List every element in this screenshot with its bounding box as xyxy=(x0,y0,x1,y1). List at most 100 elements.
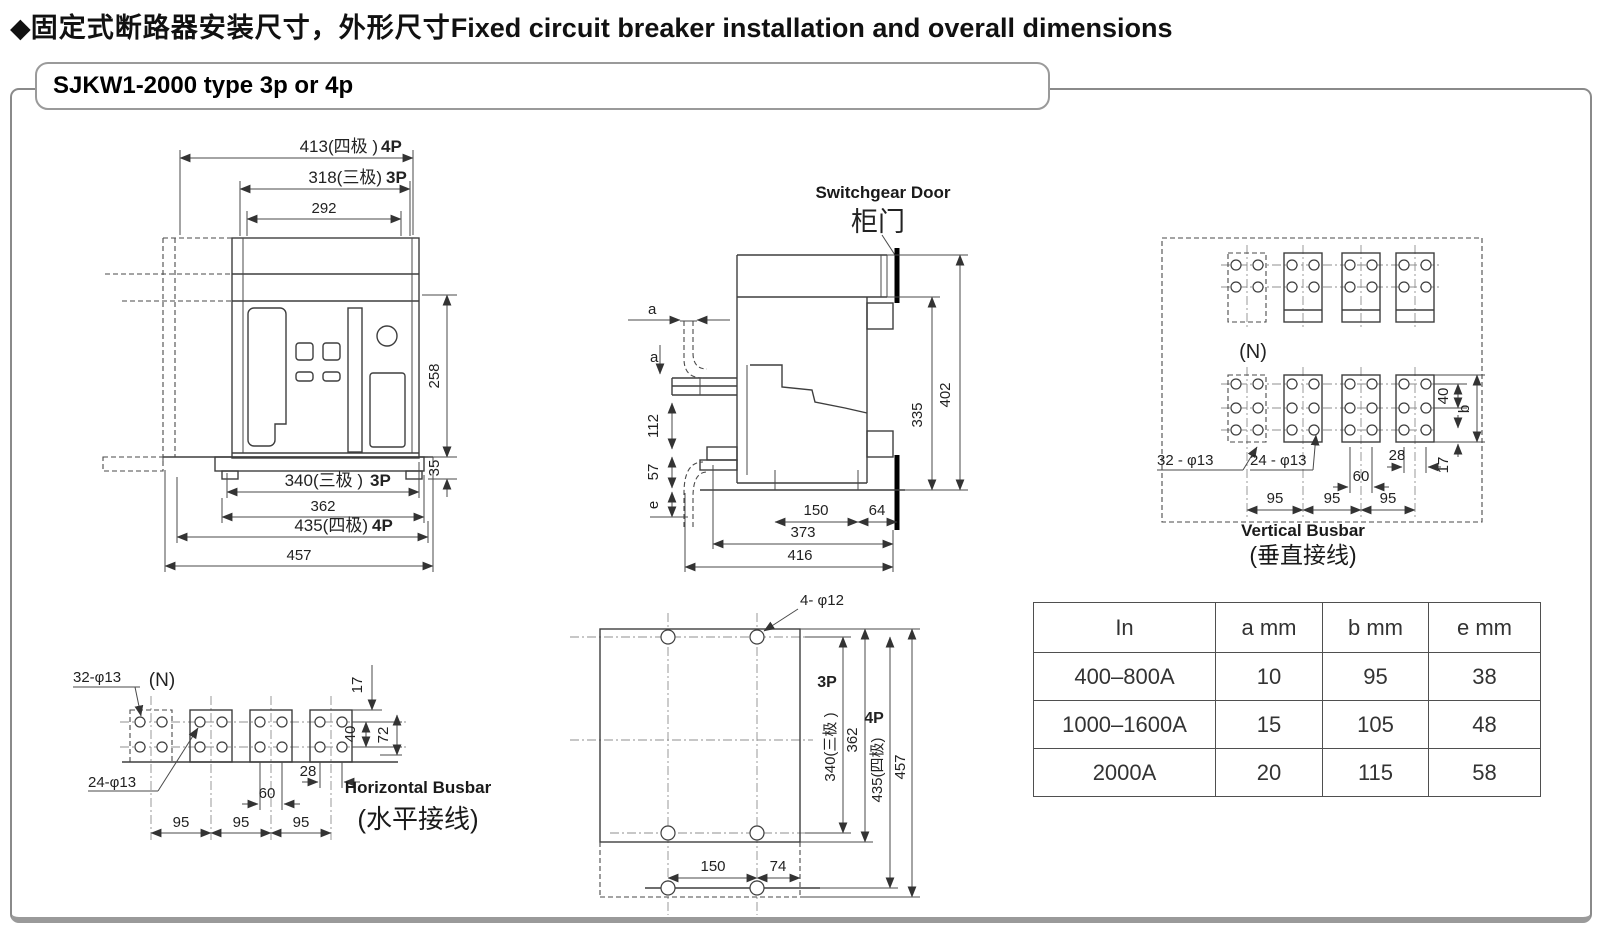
bullet-icon: ◆ xyxy=(10,13,31,43)
hole-spec-32-label: 32-φ13 xyxy=(73,669,121,686)
front-view-4p-dashed-pole xyxy=(102,237,232,472)
vertical-busbar-drawing: (N) 32 - φ13 24 - φ13 95 95 9 xyxy=(1157,237,1485,568)
vertical-busbar-bottom-row xyxy=(1221,367,1435,517)
dim-362-label: 362 xyxy=(844,727,861,752)
dim-95-3-label: 95 xyxy=(293,814,310,831)
horizontal-busbar-row xyxy=(120,696,408,840)
dim-e-label: e xyxy=(645,501,662,509)
dim-64-label: 64 xyxy=(869,502,886,519)
front-view-drawing: 413(四极 ) 4P 318(三极) 3P 292 340(三极 ) 3P 3… xyxy=(102,137,457,572)
switchgear-door-label-en: Switchgear Door xyxy=(815,183,950,202)
hole-spec-4x12-label: 4- φ12 xyxy=(800,592,844,609)
dim-435-4p-tag: 4P xyxy=(864,710,884,727)
page-title: ◆固定式断路器安装尺寸，外形尺寸Fixed circuit breaker in… xyxy=(10,6,1173,45)
col-header-a: a mm xyxy=(1215,602,1323,653)
horizontal-busbar-drawing: 32-φ13 (N) 24-φ13 17 40 72 28 60 xyxy=(73,665,492,840)
dim-413-label: 413(四极 ) xyxy=(300,137,378,156)
busbar-boundary-box xyxy=(1161,237,1483,523)
dim-435-4p-tag: 4P xyxy=(372,516,393,535)
dim-95-1-label: 95 xyxy=(1267,490,1284,507)
dim-57-label: 57 xyxy=(645,464,662,481)
cell-current-range: 1000–1600A xyxy=(1033,700,1216,749)
front-view-body xyxy=(162,237,434,480)
vertical-busbar-caption-cn: (垂直接线) xyxy=(1249,542,1356,568)
model-tab: SJKW1-2000 type 3p or 4p xyxy=(35,62,1050,110)
vertical-busbar-dimensions: 32 - φ13 24 - φ13 95 95 95 60 28 40 xyxy=(1157,374,1485,515)
dim-435-label: 435(四极) xyxy=(294,516,368,535)
mounting-plate-dimensions: 4- φ12 3P 340(三极 ) 362 4P 435(四极) 457 15… xyxy=(667,592,920,898)
hole-spec-24-label: 24 - φ13 xyxy=(1250,452,1306,469)
dim-373-label: 373 xyxy=(790,524,815,541)
vertical-busbar-top-row xyxy=(1221,245,1441,329)
dim-402-label: 402 xyxy=(937,382,954,407)
dim-150-label: 150 xyxy=(700,858,725,875)
dim-318-3p-tag: 3P xyxy=(386,168,407,187)
cell-e: 38 xyxy=(1428,652,1541,701)
side-view-body xyxy=(671,254,905,491)
dim-413-4p-tag: 4P xyxy=(381,137,402,156)
dim-74-label: 74 xyxy=(770,858,787,875)
dim-a-top-label: a xyxy=(648,301,657,318)
page-title-cn: 固定式断路器安装尺寸，外形尺寸 xyxy=(30,13,451,43)
dim-60-label: 60 xyxy=(259,785,276,802)
side-view-drawing: Switchgear Door 柜门 xyxy=(628,183,968,572)
spec-table: In a mm b mm e mm 400–800A 10 95 38 1000… xyxy=(1033,602,1541,797)
dim-362-label: 362 xyxy=(310,498,335,515)
dim-72-label: 72 xyxy=(375,727,392,744)
dim-95-3-label: 95 xyxy=(1380,490,1397,507)
horizontal-busbar-caption-en: Horizontal Busbar xyxy=(345,778,492,797)
cell-a: 10 xyxy=(1215,652,1323,701)
horizontal-busbar-dimensions: 32-φ13 (N) 24-φ13 17 40 72 28 60 xyxy=(73,665,402,838)
dim-435-label: 435(四极) xyxy=(869,737,886,802)
dim-457-label: 457 xyxy=(286,547,311,564)
dim-40-label: 40 xyxy=(342,726,359,743)
side-view-dimensions: a a 112 57 e 150 64 373 416 xyxy=(628,254,968,572)
dim-b-label: b xyxy=(1456,405,1473,413)
dim-340-3p-tag: 3P xyxy=(817,674,837,691)
cell-b: 95 xyxy=(1322,652,1429,701)
dim-28-label: 28 xyxy=(1389,447,1406,464)
dim-457-label: 457 xyxy=(892,754,909,779)
horizontal-busbar-caption-cn: (水平接线) xyxy=(357,804,478,834)
front-view-dimensions: 413(四极 ) 4P 318(三极) 3P 292 340(三极 ) 3P 3… xyxy=(164,137,457,572)
switchgear-door-label-cn: 柜门 xyxy=(851,207,905,237)
dim-95-2-label: 95 xyxy=(1324,490,1341,507)
dim-318-label: 318(三极) xyxy=(308,168,382,187)
cell-b: 115 xyxy=(1322,748,1429,797)
mounting-plate-drawing: 4- φ12 3P 340(三极 ) 362 4P 435(四极) 457 15… xyxy=(570,592,920,915)
hole-spec-24-label: 24-φ13 xyxy=(88,774,136,791)
dim-35-label: 35 xyxy=(426,460,443,477)
dim-28-label: 28 xyxy=(300,763,317,780)
cell-e: 58 xyxy=(1428,748,1541,797)
dim-40-label: 40 xyxy=(1435,388,1452,405)
col-header-b: b mm xyxy=(1322,602,1429,653)
table-row: 1000–1600A 15 105 48 xyxy=(1033,700,1541,749)
cell-a: 15 xyxy=(1215,700,1323,749)
page-title-en: Fixed circuit breaker installation and o… xyxy=(450,13,1173,43)
cell-current-range: 2000A xyxy=(1033,748,1216,797)
table-row: 2000A 20 115 58 xyxy=(1033,748,1541,797)
dim-340-3p-tag: 3P xyxy=(370,471,391,490)
dim-340-label: 340(三极 ) xyxy=(285,471,363,490)
dim-292-label: 292 xyxy=(311,200,336,217)
spec-table-header-row: In a mm b mm e mm xyxy=(1033,602,1541,653)
vertical-busbar-caption-en: Vertical Busbar xyxy=(1241,521,1365,540)
dim-17-label: 17 xyxy=(1435,457,1452,474)
col-header-in: In xyxy=(1033,602,1216,653)
dim-95-2-label: 95 xyxy=(233,814,250,831)
cell-a: 20 xyxy=(1215,748,1323,797)
mounting-plate-outline xyxy=(570,613,820,915)
dim-335-label: 335 xyxy=(909,402,926,427)
dim-340-label: 340(三极 ) xyxy=(822,712,839,781)
dim-a-left-label: a xyxy=(650,349,659,366)
dim-416-label: 416 xyxy=(787,547,812,564)
hole-spec-32-label: 32 - φ13 xyxy=(1157,452,1213,469)
dim-258-label: 258 xyxy=(426,363,443,388)
dim-112-label: 112 xyxy=(645,414,662,438)
dim-60-label: 60 xyxy=(1353,468,1370,485)
dim-17-label: 17 xyxy=(349,677,366,694)
table-row: 400–800A 10 95 38 xyxy=(1033,652,1541,701)
dashed-busbar-elbows xyxy=(680,320,708,527)
neutral-pole-label: (N) xyxy=(1239,341,1267,363)
